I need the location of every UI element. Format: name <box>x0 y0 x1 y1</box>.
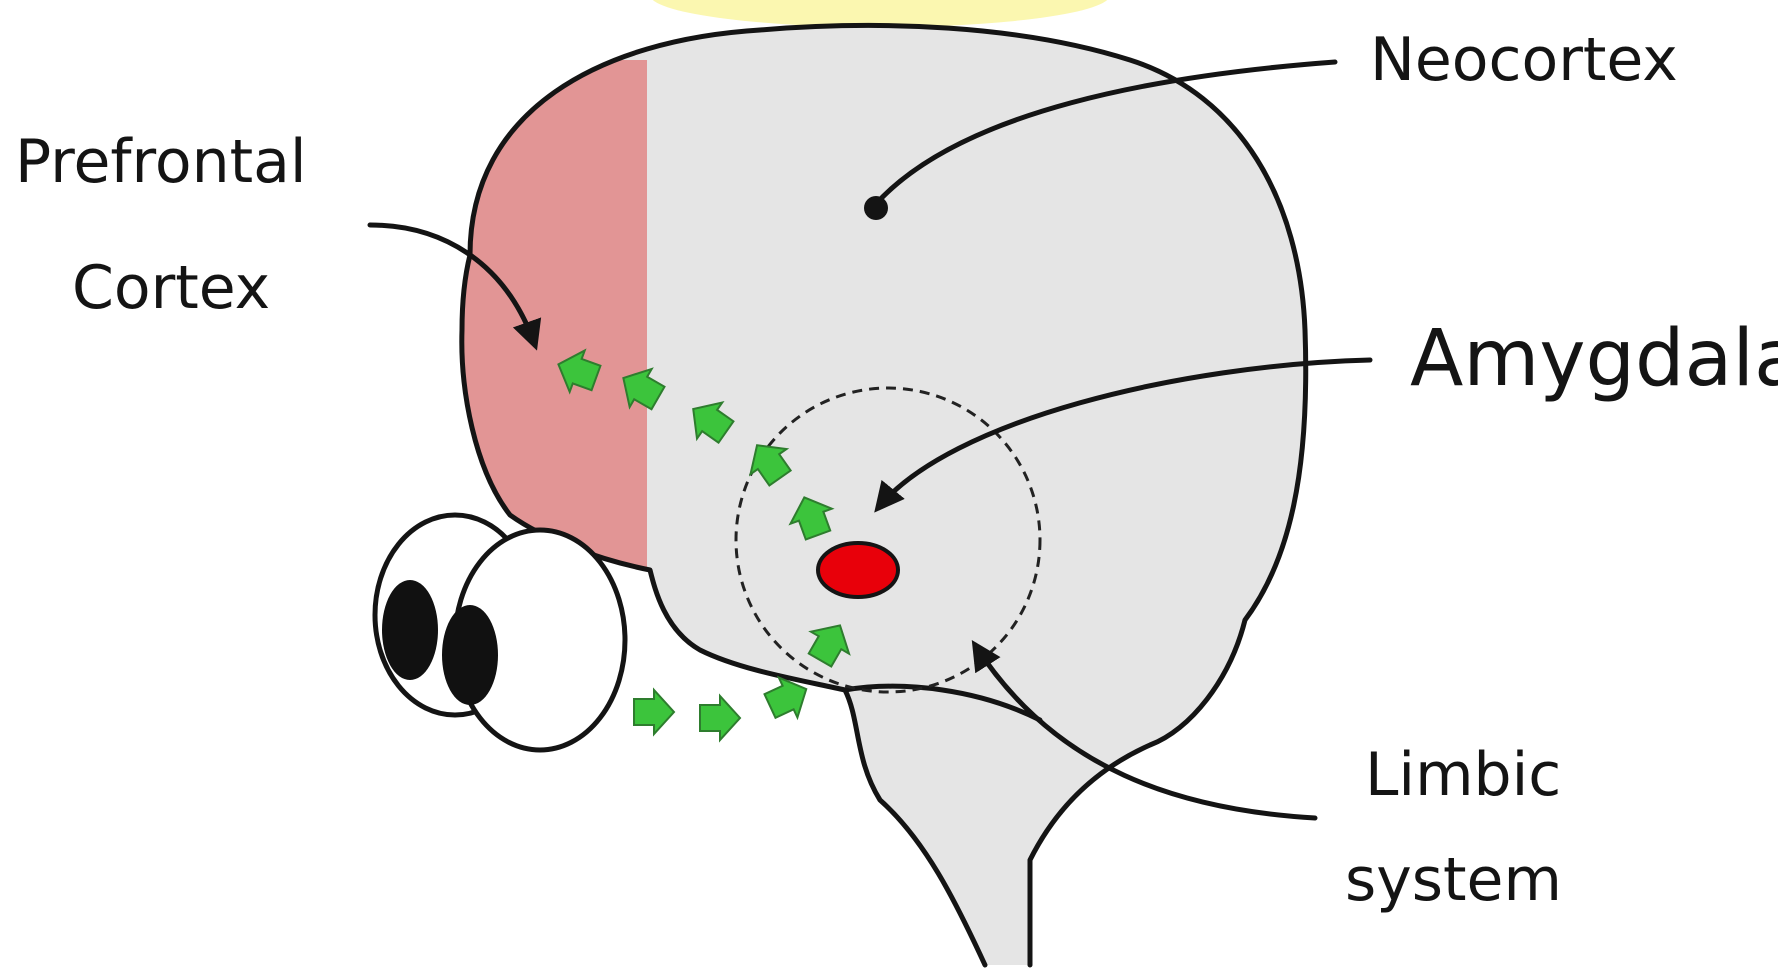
prefrontal-region <box>440 60 647 580</box>
amygdala-shape <box>818 543 898 597</box>
prefrontal-label-line1: Prefrontal <box>15 127 307 197</box>
pupil-front <box>442 605 498 705</box>
amygdala-label: Amygdala <box>1410 314 1778 404</box>
green-arrow-icon <box>634 690 674 734</box>
limbic-label-line1: Limbic <box>1365 740 1561 810</box>
pupil-back <box>382 580 438 680</box>
neocortex-dot <box>864 196 888 220</box>
green-arrow-icon <box>700 696 740 740</box>
brain-body <box>440 25 1306 965</box>
neocortex-label: Neocortex <box>1370 25 1678 95</box>
prefrontal-label-line2: Cortex <box>72 253 270 323</box>
cartoon-eyes-icon <box>375 515 625 750</box>
top-glow <box>650 0 1110 27</box>
limbic-label-line2: system <box>1345 845 1562 915</box>
